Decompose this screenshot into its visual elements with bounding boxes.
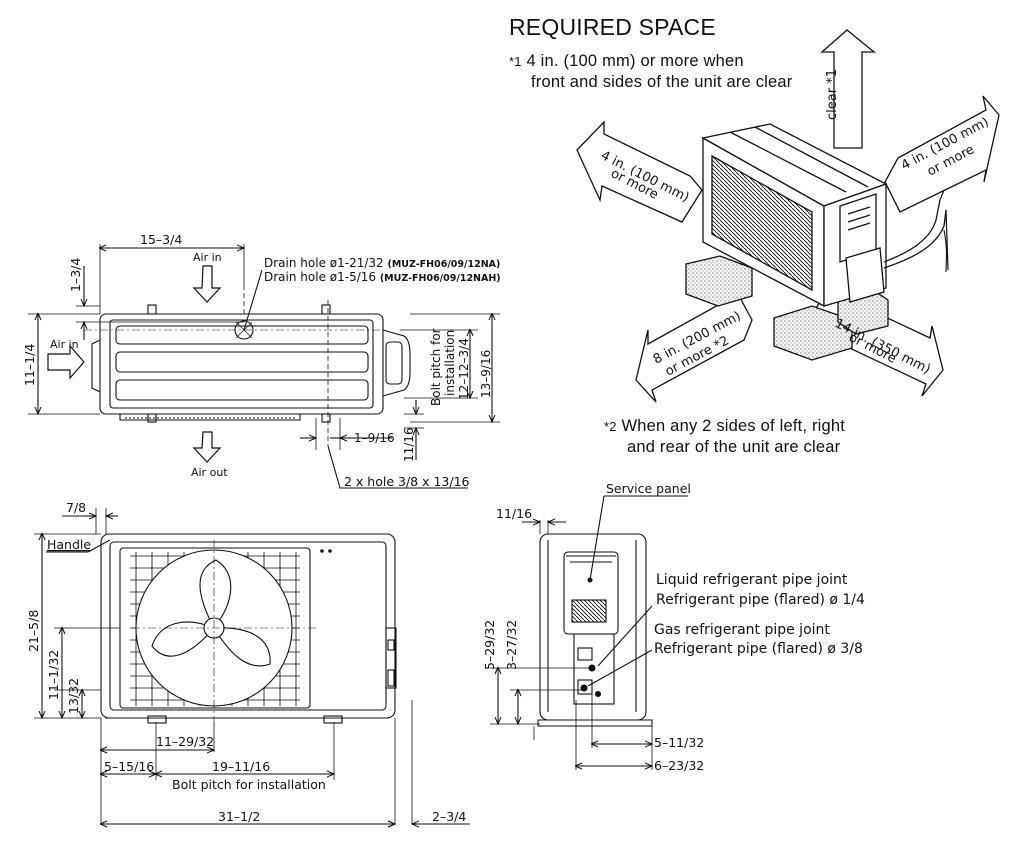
- dim-11-1-4: 11–1/4: [22, 344, 37, 386]
- arrow-left: [576, 120, 703, 223]
- liquid-joint-label: Liquid refrigerant pipe joint: [656, 572, 848, 588]
- side-view: [490, 495, 688, 770]
- air-out-arrow: [192, 431, 222, 463]
- air-out-label: Air out: [191, 466, 228, 479]
- dim-21-5-8: 21–5/8: [26, 610, 41, 652]
- air-in-top-label: Air in: [193, 251, 222, 264]
- note-2-text-1: When any 2 sides of left, right: [621, 417, 846, 435]
- arrow-front-left: [635, 293, 753, 403]
- note-1-text-2: front and sides of the unit are clear: [531, 73, 793, 91]
- unit-3d-grille: [711, 154, 813, 292]
- dim-2-3-4: 2–3/4: [432, 809, 466, 824]
- dim-13-9-16: 13–9/16: [479, 350, 493, 398]
- service-panel-label: Service panel: [606, 481, 691, 496]
- drain-hole-2-label: Drain hole ø1-5/16 (MUZ-FH06/09/12NAH): [264, 270, 501, 284]
- base-block-left: [685, 255, 753, 307]
- dim-1-9-16: 1–9/16: [354, 431, 395, 445]
- service-panel-leader: [589, 495, 688, 581]
- note-2-mark: *2: [604, 419, 617, 434]
- arrow-right: [884, 95, 1000, 213]
- label-clear-top: clear *1: [825, 69, 840, 120]
- gas-pipe-label: Refrigerant pipe (flared) ø 3/8: [654, 641, 863, 657]
- dim-11-29-32: 11–29/32: [156, 734, 214, 749]
- liquid-pipe-label: Refrigerant pipe (flared) ø 1/4: [656, 592, 865, 608]
- dim-1-3-4: 1–3/4: [68, 258, 83, 292]
- dim-3-27-32: 3–27/32: [504, 620, 519, 670]
- dim-7-8: 7/8: [66, 500, 86, 515]
- unit-3d-pipes: [883, 199, 947, 269]
- dim-5-15-16: 5–15/16: [104, 759, 154, 774]
- dim-5-29-32: 5–29/32: [482, 620, 497, 670]
- note-2-text-2: and rear of the unit are clear: [627, 438, 841, 456]
- hole-label: 2 x hole 3/8 x 13/16: [344, 474, 470, 489]
- air-in-left-label: Air in: [50, 338, 79, 351]
- liquid-leader: [597, 605, 653, 667]
- fan-blades: [151, 559, 271, 667]
- handle-label: Handle: [47, 537, 91, 552]
- dim-13-32: 13/32: [66, 678, 81, 714]
- note-1-mark: *1: [509, 54, 522, 69]
- dim-19-11-16: 19–11/16: [212, 759, 270, 774]
- note-2-line-1: *2 When any 2 sides of left, right: [604, 417, 845, 436]
- note-1-text-1: 4 in. (100 mm) or more when: [526, 52, 744, 70]
- front-bolt-pitch-label: Bolt pitch for installation: [172, 777, 326, 792]
- dim-11-1-32: 11–1/32: [46, 650, 61, 700]
- dim-11-16-top: 11/16: [402, 427, 416, 462]
- drain-leader: [243, 269, 263, 331]
- bolt-pitch-label-2: installation: [443, 330, 457, 396]
- dim-5-11-32: 5–11/32: [654, 735, 704, 750]
- dim-6-23-32: 6–23/32: [654, 758, 704, 773]
- gas-joint-label: Gas refrigerant pipe joint: [654, 622, 830, 638]
- dim-11-16-side: 11/16: [496, 506, 532, 521]
- air-in-top-arrow: [192, 265, 222, 303]
- air-in-left-arrow: [47, 344, 85, 380]
- gas-leader: [587, 649, 653, 687]
- dim-31-1-2: 31–1/2: [218, 809, 260, 824]
- drain-hole-1-label: Drain hole ø1-21/32 (MUZ-FH06/09/12NA): [264, 256, 500, 270]
- arrow-clear-top: [820, 29, 876, 149]
- bolt-pitch-label-1: Bolt pitch for: [429, 328, 443, 406]
- base-block-right: [773, 305, 853, 361]
- dim-15-3-4: 15–3/4: [140, 232, 182, 247]
- required-space-title: REQUIRED SPACE: [509, 14, 716, 40]
- note-1-line-1: *1 4 in. (100 mm) or more when: [509, 52, 744, 71]
- dim-12-12-3-4: 12–12–3/4: [457, 338, 471, 400]
- top-view: [28, 244, 500, 489]
- front-view: [34, 508, 470, 824]
- required-space-illustration: [576, 29, 1000, 403]
- top-view-body: [99, 313, 384, 415]
